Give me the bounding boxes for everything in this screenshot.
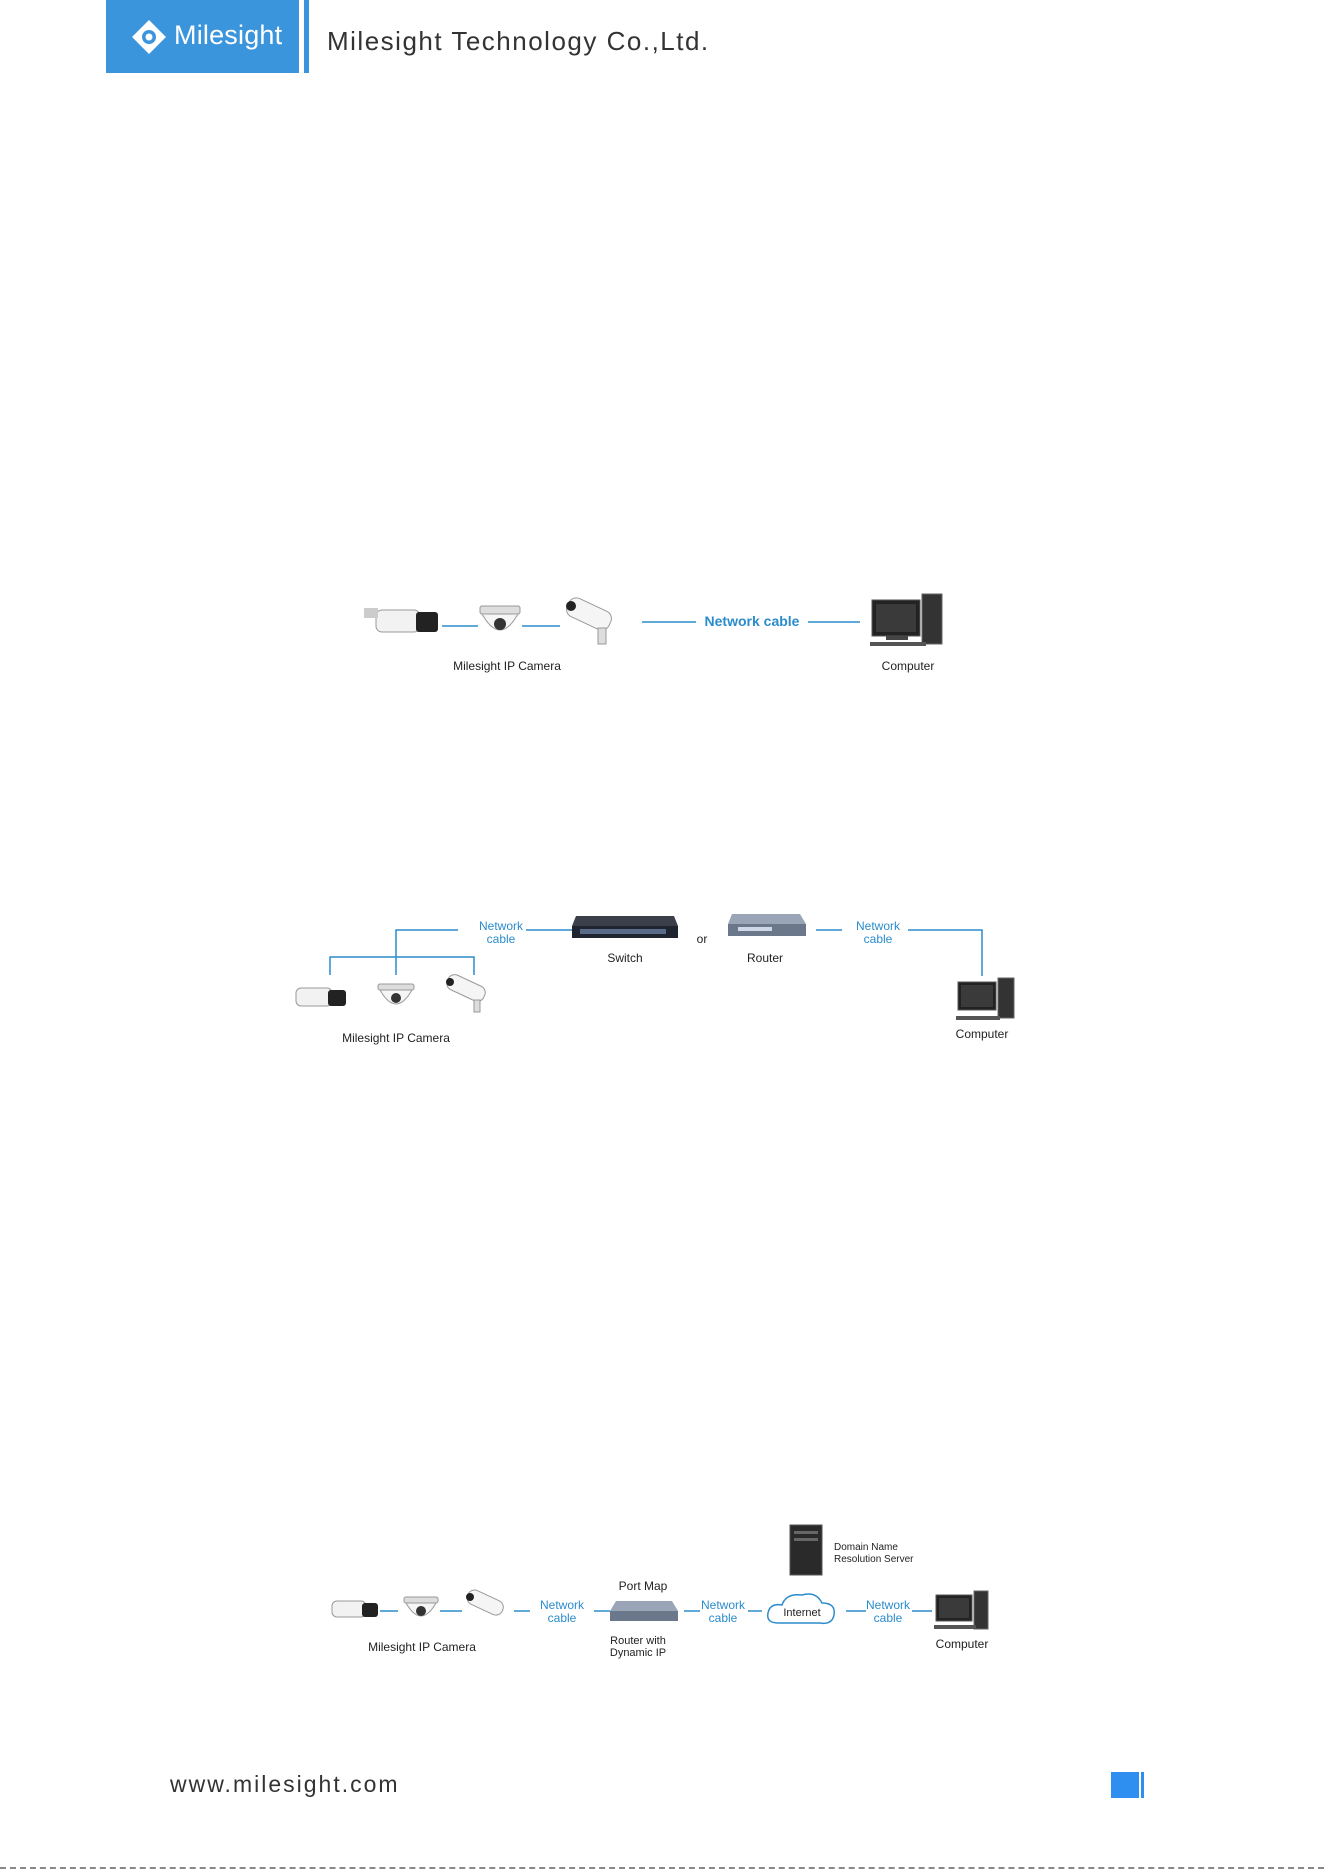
computer-icon xyxy=(870,593,943,646)
company-name: Milesight Technology Co.,Ltd. xyxy=(327,26,710,56)
camera-label: Milesight IP Camera xyxy=(368,1640,476,1654)
computer-label: Computer xyxy=(956,1027,1009,1041)
dome-camera-icon xyxy=(377,983,415,1005)
cable-a-line1: Network xyxy=(540,1598,585,1612)
port-map-label: Port Map xyxy=(619,1579,668,1593)
dns-line1: Domain Name xyxy=(834,1542,898,1553)
computer-label: Computer xyxy=(936,1637,989,1651)
cable-right-line1: Network xyxy=(856,919,901,933)
bullet-camera-icon xyxy=(446,974,486,1013)
camera-label: Milesight IP Camera xyxy=(342,1031,450,1045)
lan-connection-diagram: Network cable Switch or Router Network c… xyxy=(295,914,1015,1045)
router-line2: Dynamic IP xyxy=(610,1647,666,1659)
cable-b-line2: cable xyxy=(709,1611,738,1625)
direct-connection-diagram: Network cable Milesight IP Camera Comput… xyxy=(364,593,943,673)
switch-icon xyxy=(572,916,678,938)
cable-a-line2: cable xyxy=(548,1611,577,1625)
page-marker xyxy=(1111,1772,1139,1798)
cable-b-line1: Network xyxy=(701,1598,746,1612)
cable-left-line1: Network xyxy=(479,919,524,933)
milesight-logo-icon xyxy=(132,20,166,54)
logo-badge xyxy=(106,0,299,73)
or-label: or xyxy=(697,932,708,946)
camera-label: Milesight IP Camera xyxy=(453,659,561,673)
server-icon xyxy=(789,1524,823,1576)
bullet-camera-icon xyxy=(566,597,612,645)
router-icon xyxy=(728,914,806,936)
bullet-camera-icon xyxy=(466,1589,504,1616)
cable-c-line1: Network xyxy=(866,1598,911,1612)
network-cable-label: Network cable xyxy=(705,613,800,629)
box-camera-icon xyxy=(364,608,438,633)
internet-cloud-icon xyxy=(766,1593,835,1625)
cable-c-line2: cable xyxy=(874,1611,903,1625)
brand-name: Milesight xyxy=(174,20,283,50)
dome-camera-icon xyxy=(403,1596,439,1617)
router-line1: Router with xyxy=(610,1635,666,1647)
dns-line2: Resolution Server xyxy=(834,1554,914,1565)
wan-connection-diagram: Milesight IP Camera Network cable Port M… xyxy=(331,1524,989,1659)
header-divider xyxy=(304,0,309,73)
dome-camera-icon xyxy=(479,605,521,631)
computer-label: Computer xyxy=(882,659,935,673)
router-icon xyxy=(610,1601,678,1621)
website-url: www.milesight.com xyxy=(170,1771,400,1797)
cable-right-line2: cable xyxy=(864,932,893,946)
router-label: Router xyxy=(747,951,783,965)
cable-left-line2: cable xyxy=(487,932,516,946)
computer-icon xyxy=(956,977,1015,1020)
box-camera-icon xyxy=(331,1600,378,1618)
box-camera-icon xyxy=(295,987,346,1007)
internet-label: Internet xyxy=(783,1607,820,1619)
bottom-rule xyxy=(0,1867,1324,1869)
page-marker-bar xyxy=(1141,1772,1144,1798)
computer-icon xyxy=(934,1590,989,1630)
switch-label: Switch xyxy=(607,951,642,965)
